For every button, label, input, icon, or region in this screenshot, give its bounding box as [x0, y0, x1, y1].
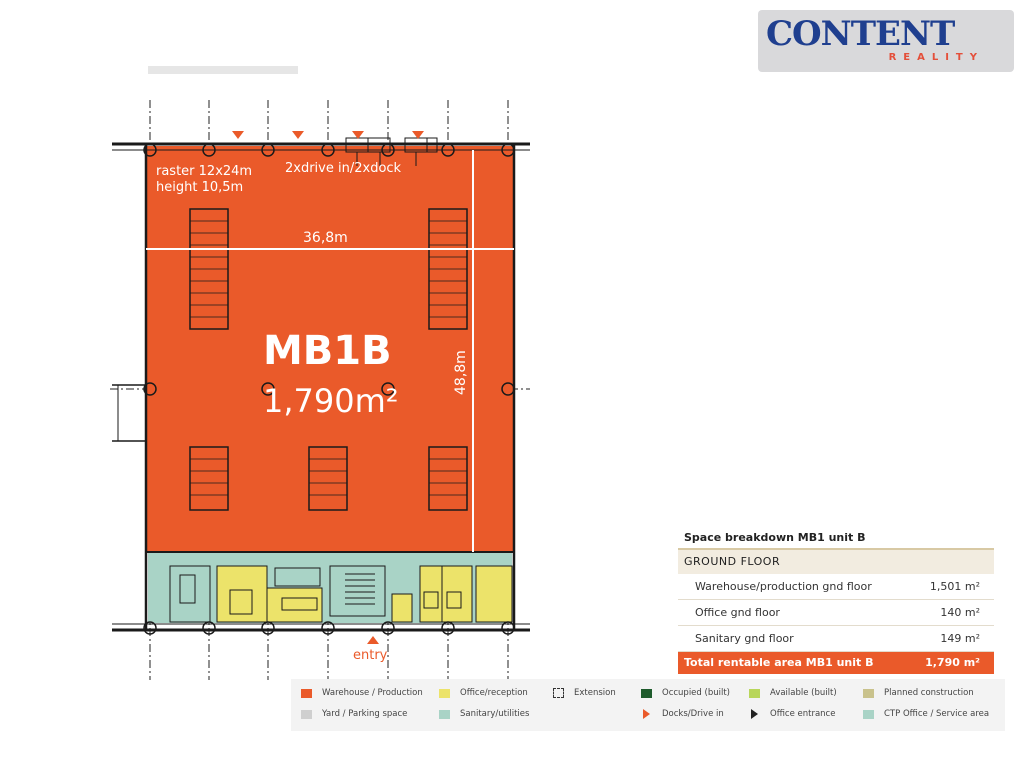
legend-label: Docks/Drive in — [662, 709, 724, 719]
dashed-square-icon — [553, 688, 564, 698]
table-total-row: Total rentable area MB1 unit B 1,790 m² — [678, 652, 994, 674]
legend-swatch — [301, 688, 312, 698]
racking-slats — [190, 220, 467, 496]
legend-item: Office/reception — [439, 688, 528, 698]
legend-swatch — [439, 709, 450, 719]
legend-label: Office/reception — [460, 688, 528, 698]
dock-triangle-icon — [643, 709, 650, 719]
entry-marker — [367, 636, 379, 644]
legend-item: CTP Office / Service area — [863, 709, 989, 719]
legend-item: Sanitary/utilities — [439, 709, 529, 719]
legend-label: Sanitary/utilities — [460, 709, 530, 719]
faded-title-residue — [148, 66, 298, 74]
row-label: Warehouse/production gnd floor — [695, 580, 872, 593]
dock-markers — [232, 131, 424, 139]
dock-label: 2xdrive in/2xdock — [285, 161, 402, 176]
depth-dimension-label: 48,8m — [453, 350, 469, 395]
logo-main-text: CONTENT — [766, 14, 955, 54]
table-section-header: GROUND FLOOR — [678, 548, 994, 574]
raster-label: raster 12x24m — [156, 164, 253, 179]
dimension-lines — [146, 150, 514, 552]
row-value: 149 m² — [940, 632, 980, 645]
width-dimension-label: 36,8m — [303, 230, 348, 246]
legend-label: Office entrance — [770, 709, 836, 719]
row-label: Office gnd floor — [695, 606, 780, 619]
table-row: Sanitary gnd floor 149 m² — [678, 626, 994, 652]
company-logo: CONTENT REALITY — [758, 10, 1014, 72]
warehouse-area — [146, 146, 514, 552]
legend-swatch — [863, 709, 874, 719]
table-row: Warehouse/production gnd floor 1,501 m² — [678, 574, 994, 600]
logo-sub-text: REALITY — [888, 52, 984, 63]
legend-item: Planned construction — [863, 688, 974, 698]
legend: Warehouse / Production Office/reception … — [291, 679, 1005, 731]
legend-label: Yard / Parking space — [322, 709, 408, 719]
unit-name: MB1B — [263, 328, 392, 374]
legend-item: Extension — [553, 688, 616, 698]
office-rooms — [216, 565, 513, 623]
legend-label: Extension — [574, 688, 616, 698]
outer-walls — [112, 142, 530, 632]
entrance-triangle-icon — [751, 709, 758, 719]
legend-label: CTP Office / Service area — [884, 709, 990, 719]
legend-item: Office entrance — [749, 709, 835, 719]
legend-swatch — [863, 688, 874, 698]
space-breakdown-table: Space breakdown MB1 unit B GROUND FLOOR … — [678, 528, 994, 674]
row-label: Sanitary gnd floor — [695, 632, 794, 645]
legend-swatch — [641, 688, 652, 698]
entry-label: entry — [353, 648, 388, 663]
row-value: 1,501 m² — [929, 580, 980, 593]
legend-item: Warehouse / Production — [301, 688, 423, 698]
height-label: height 10,5m — [156, 180, 244, 195]
legend-swatch — [749, 688, 760, 698]
legend-item: Yard / Parking space — [301, 709, 407, 719]
unit-area: 1,790m² — [263, 382, 399, 420]
total-label: Total rentable area MB1 unit B — [684, 656, 874, 669]
legend-item: Available (built) — [749, 688, 837, 698]
table-title: Space breakdown MB1 unit B — [684, 531, 866, 544]
legend-label: Warehouse / Production — [322, 688, 423, 698]
row-value: 140 m² — [940, 606, 980, 619]
legend-swatch — [439, 688, 450, 698]
column-markers — [143, 143, 515, 635]
total-value: 1,790 m² — [925, 656, 980, 669]
table-row: Office gnd floor 140 m² — [678, 600, 994, 626]
legend-item: Docks/Drive in — [641, 709, 724, 719]
legend-label: Occupied (built) — [662, 688, 730, 698]
legend-label: Planned construction — [884, 688, 974, 698]
interior-walls — [169, 565, 462, 623]
legend-label: Available (built) — [770, 688, 837, 698]
floor-plan — [110, 66, 530, 680]
legend-swatch — [301, 709, 312, 719]
dock-doors — [345, 137, 438, 166]
legend-item: Occupied (built) — [641, 688, 730, 698]
